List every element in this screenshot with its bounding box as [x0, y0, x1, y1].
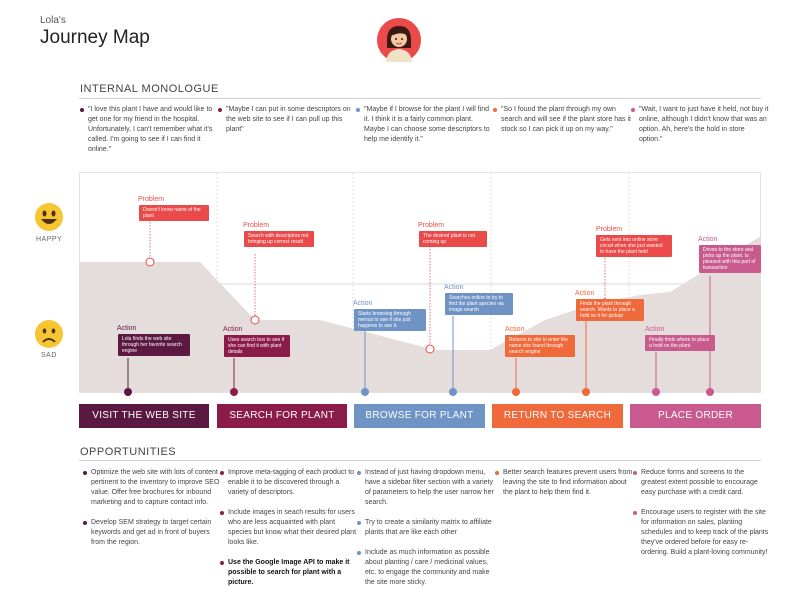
action-tag: Action: [698, 236, 718, 243]
list-item: Improve meta-tagging of each product to …: [220, 468, 358, 498]
action-box-1: Lola finds the web site through her favo…: [118, 334, 190, 356]
action-box-8: Drives to the store and picks up the pla…: [699, 245, 761, 273]
stage-browse: BROWSE FOR PLANT: [354, 404, 485, 428]
monologue-browse: "Maybe if I browse for the plant I will …: [356, 105, 494, 145]
action-tag: Action: [575, 290, 595, 297]
list-item: Use the Google Image API to make it poss…: [220, 558, 358, 588]
bullet-icon: [357, 471, 361, 475]
happy-face-icon: [35, 203, 63, 231]
list-item: Include images in seach results for user…: [220, 508, 358, 548]
action-tag: Action: [117, 325, 137, 332]
bullet-icon: [80, 108, 84, 112]
monologue-search: "Maybe I can put in some descriptors on …: [218, 105, 356, 135]
action-tag: Action: [645, 326, 665, 333]
bullet-icon: [356, 108, 360, 112]
bullet-icon: [83, 521, 87, 525]
bullet-icon: [493, 108, 497, 112]
action-tag: Action: [444, 284, 464, 291]
opportunities-return: Better search features prevent users fro…: [495, 468, 633, 508]
action-box-2: Uses search box to see if she can find i…: [224, 335, 290, 357]
page-title: Journey Map: [40, 27, 150, 48]
bullet-icon: [357, 521, 361, 525]
action-box-4: Searches online to try to find the plant…: [445, 293, 513, 315]
bullet-icon: [633, 511, 637, 515]
problem-tag: Problem: [418, 222, 445, 229]
list-item: Optimize the web site with lots of conte…: [83, 468, 221, 508]
problem-tag: Problem: [596, 226, 623, 233]
problem-tag: Problem: [243, 222, 270, 229]
bullet-icon: [220, 561, 224, 565]
stage-search: SEARCH FOR PLANT: [217, 404, 347, 428]
action-tag: Action: [353, 300, 373, 307]
stage-order: PLACE ORDER: [630, 404, 761, 428]
opportunities-divider: [79, 460, 761, 461]
action-box-3: Starts browsing through menus to see if …: [354, 309, 426, 331]
monologue-heading: INTERNAL MONOLOGUE: [80, 83, 219, 95]
monologue-order: "Wait, I want to just have it held, not …: [631, 105, 769, 145]
problem-box-3: The desired plant is not coming up: [419, 231, 487, 247]
bullet-icon: [220, 471, 224, 475]
happy-label: HAPPY: [36, 236, 63, 243]
bullet-icon: [633, 471, 637, 475]
list-item: Try to create a similarity matrix to aff…: [357, 518, 495, 538]
persona-avatar: [377, 18, 421, 62]
action-box-5: Returns to site to enter the name she fo…: [505, 335, 575, 357]
list-item: Instead of just having dropdown menu, ha…: [357, 468, 495, 508]
list-item: Develop SEM strategy to target certain k…: [83, 518, 221, 548]
bullet-icon: [218, 108, 222, 112]
opportunities-browse: Instead of just having dropdown menu, ha…: [357, 468, 495, 598]
problem-box-1: Doesn't know name of the plant: [139, 205, 209, 221]
opportunities-search: Improve meta-tagging of each product to …: [220, 468, 358, 598]
bullet-icon: [357, 551, 361, 555]
monologue-visit: "I love this plant I have and would like…: [80, 105, 218, 155]
sad-face-icon: [35, 320, 63, 348]
list-item: Encourage users to register with the sit…: [633, 508, 771, 558]
list-item: Include as much information as possible …: [357, 548, 495, 588]
bullet-icon: [631, 108, 635, 112]
bullet-icon: [83, 471, 87, 475]
list-item: Better search features prevent users fro…: [495, 468, 633, 498]
problem-box-4: Gets sent into online store circuit when…: [596, 235, 672, 257]
problem-tag: Problem: [138, 196, 165, 203]
opportunities-visit: Optimize the web site with lots of conte…: [83, 468, 221, 558]
sad-label: SAD: [41, 352, 57, 359]
stage-return: RETURN TO SEARCH: [492, 404, 623, 428]
monologue-divider: [79, 98, 761, 99]
action-tag: Action: [223, 326, 243, 333]
bullet-icon: [495, 471, 499, 475]
action-box-7: Finally finds where to place a hold on t…: [645, 335, 715, 351]
stage-visit: VISIT THE WEB SITE: [79, 404, 209, 428]
opportunities-heading: OPPORTUNITIES: [80, 446, 177, 458]
action-box-6: Finds the plant through search. Wants to…: [576, 299, 644, 321]
monologue-return: "So I found the plant through my own sea…: [493, 105, 631, 135]
owner-label: Lola's: [40, 15, 66, 26]
bullet-icon: [220, 511, 224, 515]
action-tag: Action: [505, 326, 525, 333]
problem-box-2: Search with descriptors not bringing up …: [244, 231, 314, 247]
list-item: Reduce forms and screens to the greatest…: [633, 468, 771, 498]
opportunities-order: Reduce forms and screens to the greatest…: [633, 468, 771, 568]
